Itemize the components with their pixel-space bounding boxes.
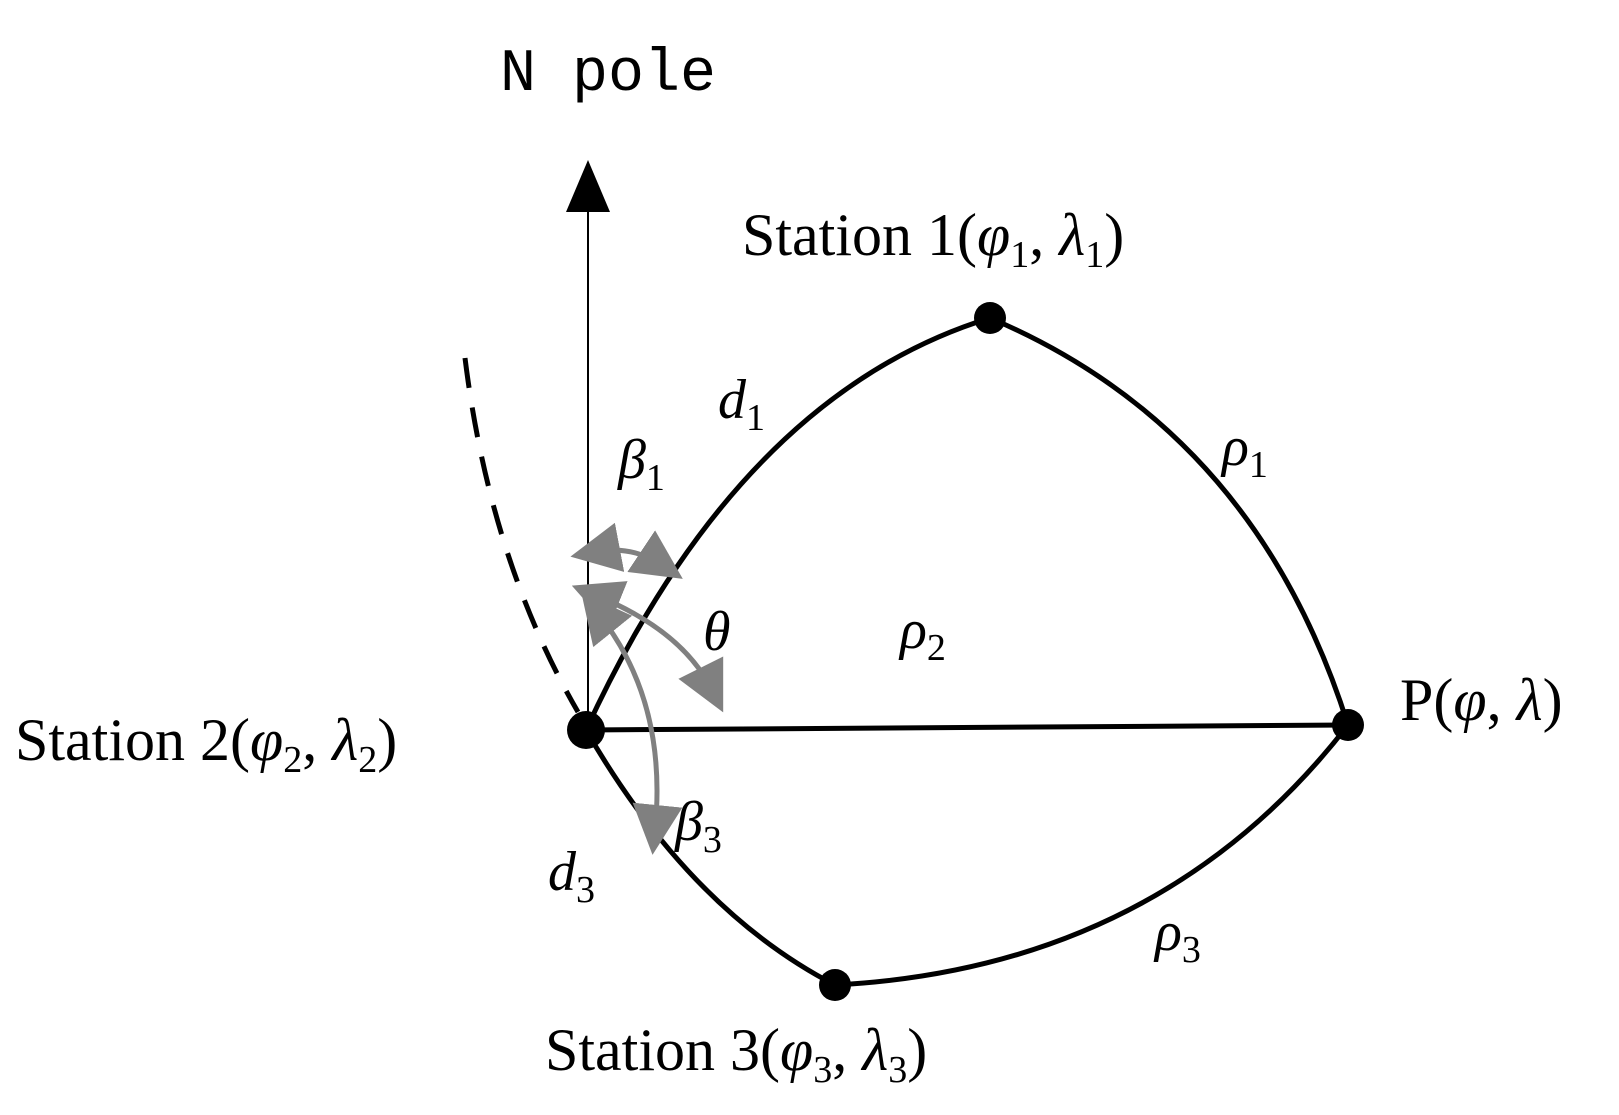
arc-rho2 (585, 722, 1349, 733)
beta3-angle-arrow (581, 592, 683, 855)
d3-label: d3 (548, 841, 595, 911)
point-p (1332, 709, 1364, 741)
beta1-label: β1 (617, 429, 665, 499)
station-3-label: Station 3(φ3, λ3) (545, 1017, 927, 1091)
theta-label: θ (703, 601, 731, 663)
station-2-label: Station 2(φ2, λ2) (15, 707, 397, 781)
station-3-point (819, 969, 851, 1001)
arc-rho1 (989, 315, 1351, 726)
d1-label: d1 (718, 369, 765, 439)
dashed-meridian (462, 357, 581, 714)
point-p-label: P(φ, λ) (1400, 667, 1563, 733)
beta1-angle-arrow (570, 522, 683, 579)
station-1-point (974, 302, 1006, 334)
station-1-label: Station 1(φ1, λ1) (742, 202, 1124, 276)
rho1-label: ρ1 (1220, 416, 1268, 486)
north-arrow-head (566, 160, 610, 212)
rho2-label: ρ2 (898, 599, 946, 669)
north-pole-label: N pole (500, 41, 716, 109)
arc-rho3 (834, 723, 1350, 988)
rho3-label: ρ3 (1153, 901, 1201, 971)
beta3-label: β3 (674, 791, 722, 861)
station-2-point (567, 711, 605, 749)
